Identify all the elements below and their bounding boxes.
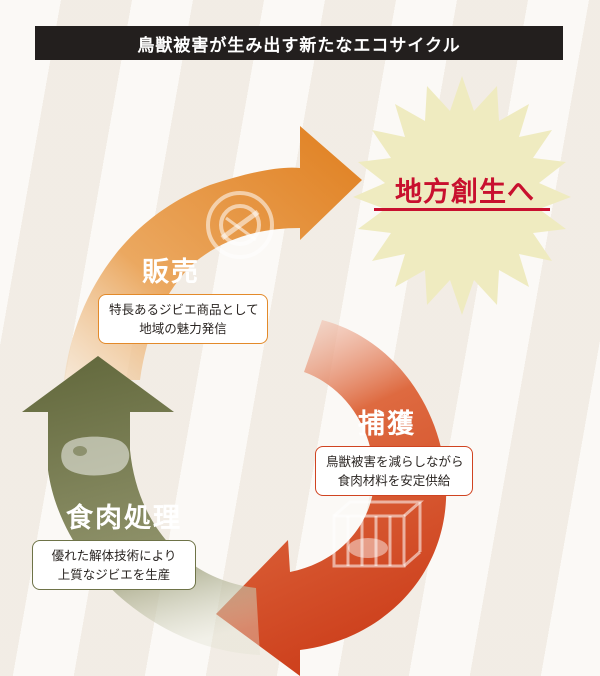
meat-steak-icon [61,436,130,476]
stage-label-processing: 食肉処理 [66,503,182,534]
stage-desc-sales-line: 特長あるジビエ商品として [109,302,259,317]
goal-underline [374,208,550,211]
stage-desc-capture: 鳥獣被害を減らしながら 食肉材料を安定供給 [315,446,473,496]
stage-label-sales: 販売 [142,257,200,288]
stage-desc-capture-line: 食肉材料を安定供給 [337,473,451,488]
stage-desc-processing: 優れた解体技術により 上質なジビエを生産 [32,540,196,590]
goal-text: 地方創生へ [395,177,535,208]
processing-arrow [22,356,260,655]
animal-cage-icon [332,500,424,568]
plate-fork-knife-icon [206,191,274,259]
stage-desc-sales: 特長あるジビエ商品として 地域の魅力発信 [98,294,268,344]
stage-desc-sales-line: 地域の魅力発信 [139,321,227,336]
capture-arrow [216,320,447,676]
page-title: 鳥獣被害が生み出す新たなエコサイクル [35,26,563,60]
stage-desc-processing-line: 上質なジビエを生産 [57,567,171,582]
stage-desc-processing-line: 優れた解体技術により [51,548,177,563]
stage-label-capture: 捕獲 [358,409,416,440]
stage-desc-capture-line: 鳥獣被害を減らしながら [326,454,464,469]
goal-starburst [353,76,571,315]
